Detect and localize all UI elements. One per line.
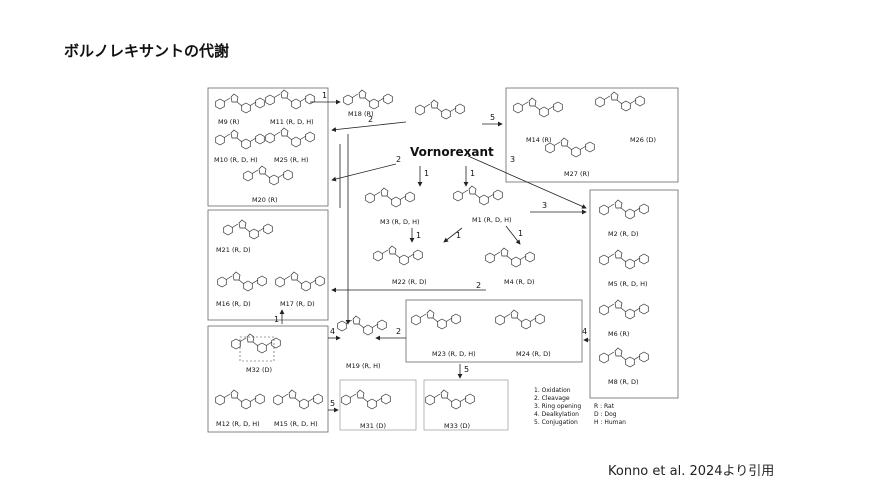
legend-species: H : Human — [594, 419, 626, 426]
metabolite-label: M31 (D) — [360, 422, 386, 430]
legend-reaction: 3. Ring opening — [534, 403, 581, 410]
metabolite-label: M4 (R, D) — [504, 278, 535, 286]
metabolite-label: M27 (R) — [564, 170, 590, 178]
metabolite-label: M2 (R, D) — [608, 230, 639, 238]
legend: 1. Oxidation 2. Cleavage 3. Ring opening… — [534, 387, 626, 426]
metabolite-label: M12 (R, D, H) — [216, 420, 260, 428]
metabolite-label: M22 (R, D) — [392, 278, 427, 286]
metabolite-label: M9 (R) — [218, 118, 239, 126]
metabolite-label: M5 (R, D, H) — [608, 280, 648, 288]
box-ring-open-products — [589, 189, 679, 399]
arrow-label: 5 — [464, 365, 469, 374]
arrow-label: 3 — [510, 155, 515, 164]
parent-compound-label: Vornorexant — [410, 145, 494, 159]
citation: Konno et al. 2024より引用 — [608, 464, 775, 479]
box-ring-open-conjugates — [505, 87, 679, 183]
metabolite-label: M11 (R, D, H) — [270, 118, 314, 126]
arrow-label: 2 — [396, 155, 401, 164]
legend-reaction: 1. Oxidation — [534, 387, 571, 394]
metabolite-label: M23 (R, D, H) — [432, 350, 476, 358]
box-conjugates-left — [207, 325, 329, 433]
metabolism-diagram: 1 2 5 3 2 1 1 3 1 1 1 2 1 2 4 4 5 5 Vorn… — [207, 87, 679, 433]
legend-reaction: 2. Cleavage — [534, 395, 570, 402]
arrow-label: 2 — [396, 327, 401, 336]
arrow-label: 4 — [330, 327, 335, 336]
legend-species: R : Rat — [594, 403, 615, 410]
box-dealkylation — [405, 299, 583, 363]
arrow-label: 1 — [274, 315, 279, 324]
metabolite-label: M3 (R, D, H) — [380, 218, 420, 226]
metabolite-label: M8 (R, D) — [608, 378, 639, 386]
box-cleavage-products — [207, 209, 329, 321]
metabolite-label: M17 (R, D) — [280, 300, 315, 308]
arrow-label: 4 — [582, 327, 587, 336]
metabolite-label: M20 (R) — [252, 196, 278, 204]
metabolite-label: M1 (R, D, H) — [472, 216, 512, 224]
arrow-label: 1 — [470, 169, 475, 178]
metabolite-label: M33 (D) — [444, 422, 470, 430]
metabolite-label: M26 (D) — [630, 136, 656, 144]
metabolite-label: M15 (R, D, H) — [274, 420, 318, 428]
bracket-m33 — [423, 379, 509, 431]
arrow-label: 5 — [330, 399, 335, 408]
metabolite-label: M6 (R) — [608, 330, 629, 338]
arrow-label: 1 — [322, 91, 327, 100]
metabolite-label: M18 (R) — [348, 110, 374, 118]
arrow-label: 2 — [368, 115, 373, 124]
legend-species: D : Dog — [594, 411, 617, 418]
arrow-label: 1 — [456, 231, 461, 240]
metabolite-label: M32 (D) — [246, 366, 272, 374]
arrow-label: 1 — [416, 231, 421, 240]
dashed-highlight — [239, 336, 275, 362]
metabolite-label: M24 (R, D) — [516, 350, 551, 358]
metabolite-label: M14 (R) — [526, 136, 552, 144]
arrow-label: 1 — [518, 229, 523, 238]
arrow-label: 2 — [476, 281, 481, 290]
bracket-m31 — [339, 379, 417, 431]
metabolite-label: M25 (R, H) — [274, 156, 309, 164]
box-oxidation-cleavage — [207, 87, 329, 207]
arrow-label: 3 — [542, 201, 547, 210]
metabolite-label: M19 (R, H) — [346, 362, 381, 370]
metabolite-label: M21 (R, D) — [216, 246, 251, 254]
legend-reaction: 5. Conjugation — [534, 419, 578, 426]
metabolite-label: M10 (R, D, H) — [214, 156, 258, 164]
legend-reaction: 4. Dealkylation — [534, 411, 579, 418]
slide-title: ボルノレキサントの代謝 — [64, 42, 230, 60]
metabolite-label: M16 (R, D) — [216, 300, 251, 308]
arrow-label: 5 — [490, 113, 495, 122]
arrow-label: 1 — [424, 169, 429, 178]
